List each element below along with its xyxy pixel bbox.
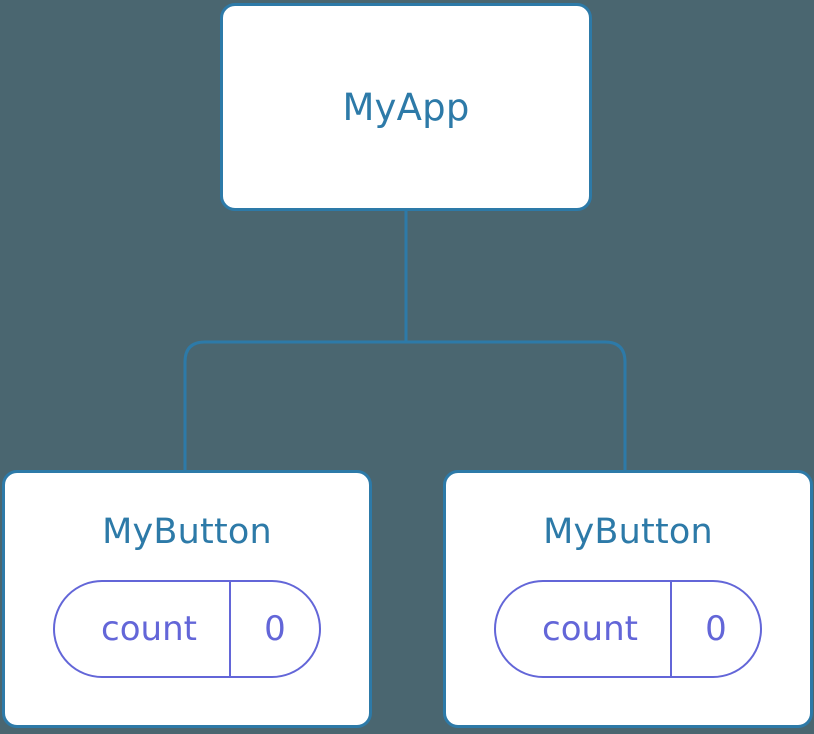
node-mybutton-right-label: MyButton — [543, 512, 713, 552]
connector-branch-left — [183, 340, 406, 472]
node-mybutton-left[interactable]: MyButton count 0 — [2, 470, 372, 728]
node-mybutton-right[interactable]: MyButton count 0 — [443, 470, 813, 728]
state-pill-left-value: 0 — [229, 582, 319, 676]
node-mybutton-left-label: MyButton — [102, 512, 272, 552]
state-pill-left-key: count — [101, 609, 197, 649]
state-pill-right-value: 0 — [670, 582, 760, 676]
node-myapp[interactable]: MyApp — [220, 3, 592, 211]
connector-branch-right — [406, 340, 627, 472]
state-pill-left[interactable]: count 0 — [53, 580, 321, 678]
state-pill-right-key: count — [542, 609, 638, 649]
node-myapp-label: MyApp — [342, 85, 470, 129]
state-pill-right[interactable]: count 0 — [494, 580, 762, 678]
